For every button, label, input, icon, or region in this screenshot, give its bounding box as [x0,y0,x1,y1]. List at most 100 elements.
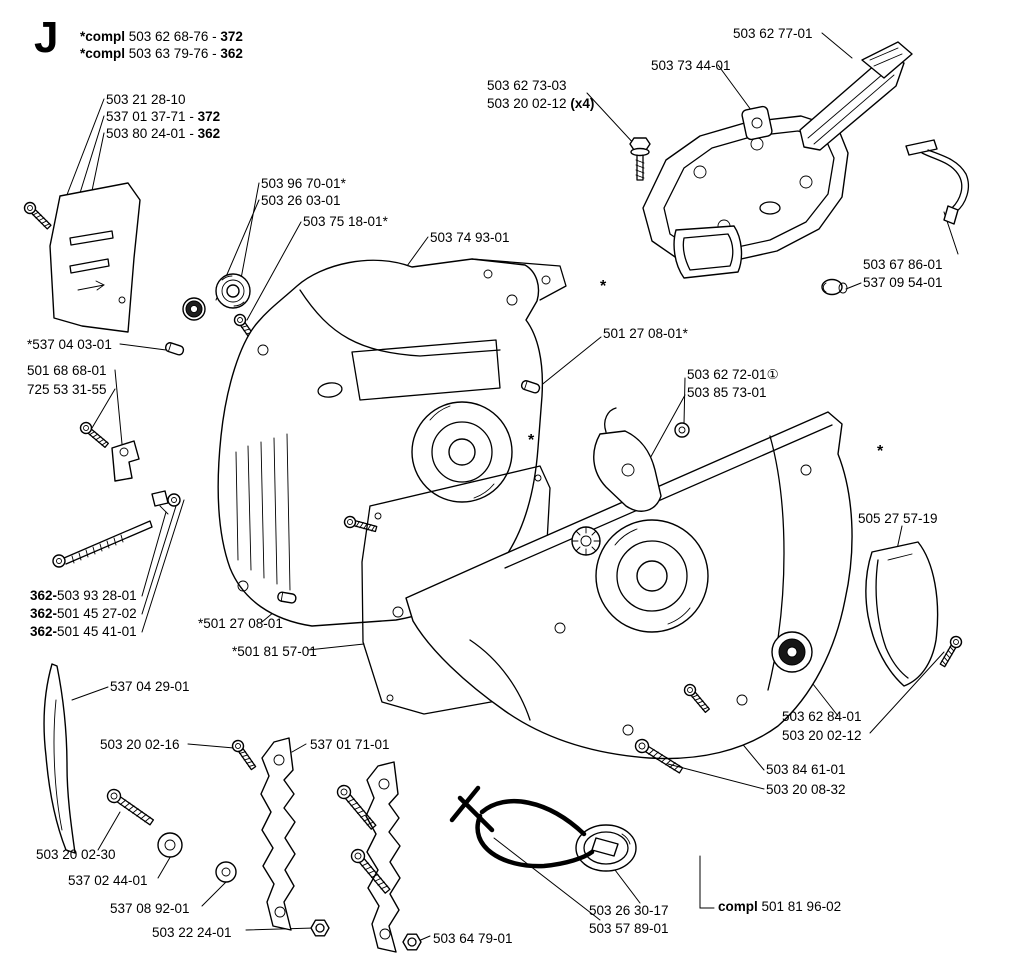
label-text: 503 20 02-12 [487,96,571,111]
label-text: 503 21 28-10 [106,92,186,107]
screw-part [21,199,54,232]
label-text: 503 22 24-01 [152,925,232,940]
part-label: 503 21 28-10 [106,92,186,108]
label-text: 725 53 31-55 [27,382,107,397]
top-bracket-part [642,115,849,279]
label-bold: 362 [220,46,243,61]
label-bold: 372 [197,109,221,124]
part-label: 503 20 02-12 (x4) [487,96,594,112]
screw-part [229,737,259,772]
label-text: 537 01 71-01 [310,737,390,752]
angle-bracket-part [111,440,140,482]
part-label: 503 57 89-01 [589,921,669,937]
label-text: 503 93 28-01 [57,588,137,603]
label-text: 501 45 41-01 [57,624,137,639]
label-text: 503 64 79-01 [433,931,513,946]
part-label: 503 26 03-01 [261,193,341,209]
label-text: 503 96 70-01* [261,176,346,191]
label-text: 503 74 93-01 [430,230,510,245]
label-text: 503 26 30-17 [589,903,669,918]
label-text: *501 81 57-01 [232,644,317,659]
guide-plate-part [49,182,141,333]
nut-part [402,933,422,951]
label-text: 503 85 73-01 [687,385,767,400]
part-label: 503 20 02-12 [782,728,862,744]
harness-strip-part [799,41,913,151]
spacer-part [157,832,183,858]
part-label: 503 20 08-32 [766,782,846,798]
crankcase-half-left [217,258,567,627]
label-text: 537 04 29-01 [110,679,190,694]
label-text: 503 62 73-03 [487,78,567,93]
bumper-spike-part-2 [365,761,401,953]
part-label: 503 62 73-03 [487,78,567,94]
oil-seal-part [771,631,813,673]
label-bold: 362- [30,606,58,621]
footnote-asterisk: * [528,432,535,449]
label-text: 503 62 72-01① [687,367,779,382]
compl-note: *compl 503 62 68-76 - 372 [80,29,243,45]
plug2-part [821,278,848,296]
part-label: compl 501 81 96-02 [718,899,841,915]
footnote-asterisk: * [877,443,884,460]
part-label: 362-501 45 27-02 [30,606,137,622]
label-text: 501 68 68-01 [27,363,107,378]
part-label: 503 62 77-01 [733,26,813,42]
part-label: 503 62 84-01 [782,709,862,725]
label-bold: 362- [30,588,58,603]
part-label: 537 01 71-01 [310,737,390,753]
label-text: 503 75 18-01* [303,214,388,229]
part-label: 503 75 18-01* [303,214,388,230]
part-label: 362-503 93 28-01 [30,588,137,604]
part-label: 503 64 79-01 [433,931,513,947]
crankcase-half-right [405,411,853,760]
fuel-hose-part [905,139,970,225]
screw-part [937,633,965,669]
bracket-part [593,407,662,512]
label-text: 503 57 89-01 [589,921,669,936]
label-text: 503 62 84-01 [782,709,862,724]
label-text: 503 67 86-01 [863,257,943,272]
label-text: 503 63 79-76 - [125,46,221,61]
label-text: 501 81 96-02 [761,899,842,914]
bushing-part [215,861,237,883]
footnote-asterisk: * [600,278,607,295]
label-text: 503 84 61-01 [766,762,846,777]
part-label: 503 96 70-01* [261,176,346,192]
splined-hub-part [571,526,601,556]
part-label: 503 62 72-01① [687,367,779,383]
label-bold: 362- [30,624,58,639]
label-text: 503 73 44-01 [651,58,731,73]
part-label: 503 74 93-01 [430,230,510,246]
part-label: *501 81 57-01 [232,644,317,660]
nut-part [310,919,330,937]
hex-screw-part [629,137,651,181]
section-letter: J [34,13,59,62]
part-label: 503 20 02-16 [100,737,180,753]
label-bold: *compl [80,29,126,44]
part-label: 537 09 54-01 [863,275,943,291]
label-text: 503 20 08-32 [766,782,846,797]
clip-part [741,105,773,141]
part-label: 503 73 44-01 [651,58,731,74]
label-bold: compl [718,899,762,914]
long-screw-part [52,520,153,568]
label-text: 537 09 54-01 [863,275,943,290]
felling-dog-part [43,663,76,854]
part-label: 505 27 57-19 [858,511,938,527]
part-label: 503 85 73-01 [687,385,767,401]
label-bold: 362 [197,126,221,141]
fuel-cap-part [575,824,637,872]
label-text: 505 27 57-19 [858,511,938,526]
part-label: 503 80 24-01 - 362 [106,126,220,142]
part-label: *537 04 03-01 [27,337,112,353]
bolt-part [104,786,157,829]
label-text: 501 45 27-02 [57,606,137,621]
clip-small-part [151,490,181,515]
label-bold: (x4) [570,96,595,111]
part-label: 725 53 31-55 [27,382,107,398]
part-label: 503 67 86-01 [863,257,943,273]
part-label: *501 27 08-01 [198,616,283,632]
part-label: 503 20 02-30 [36,847,116,863]
